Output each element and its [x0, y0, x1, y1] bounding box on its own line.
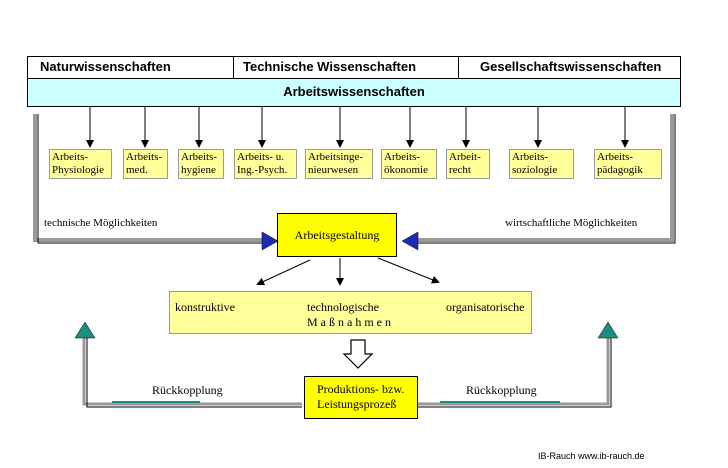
discipline-arrows — [86, 107, 629, 148]
feedback-right-label: Rückkopplung — [466, 383, 537, 397]
header-divider — [458, 57, 459, 78]
right-feedback-arrow — [418, 321, 619, 408]
discipline-box: Arbeits- Physiologie — [49, 149, 112, 179]
discipline-box: Arbeits- hygiene — [178, 149, 224, 179]
discipline-box: Arbeits- pädagogik — [594, 149, 662, 179]
right-bracket-arrow — [401, 114, 676, 251]
feedback-left-label: Rückkopplung — [152, 383, 223, 397]
header-technisch: Technische Wissenschaften — [243, 59, 417, 74]
process-line1: Produktions- bzw. — [317, 382, 405, 396]
footer-credit: IB-Rauch www.ib-rauch.de — [538, 451, 645, 461]
process-box: Produktions- bzw. Leistungsprozeß — [304, 376, 418, 419]
discipline-box: Arbeitsinge- nieurwesen — [305, 149, 373, 179]
discipline-box: Arbeits- soziologie — [509, 149, 574, 179]
hollow-down-arrow — [342, 339, 374, 369]
left-feedback-arrow — [74, 321, 302, 408]
measure-konstruktive: konstruktive — [175, 300, 235, 314]
header-gesellschaft: Gesellschaftswissenschaften — [480, 59, 662, 74]
process-line2: Leistungsprozeß — [317, 397, 397, 411]
discipline-box: Arbeit- recht — [446, 149, 490, 179]
measures-title: M a ß n a h m e n — [307, 315, 391, 329]
left-label: technische Möglichkeiten — [44, 217, 158, 229]
gestaltung-arrows — [256, 257, 440, 286]
discipline-box: Arbeits- med. — [123, 149, 168, 179]
header-divider — [233, 57, 234, 78]
measure-organisatorische: organisatorische — [446, 300, 525, 314]
science-header: Naturwissenschaften Technische Wissensch… — [27, 56, 681, 79]
measure-technologische: technologische — [307, 300, 379, 314]
right-label: wirtschaftliche Möglichkeiten — [505, 217, 638, 229]
measures-box: konstruktive technologische organisatori… — [169, 291, 532, 334]
discipline-box: Arbeits- u. Ing.-Psych. — [234, 149, 297, 179]
left-bracket-arrow — [33, 114, 279, 251]
discipline-box: Arbeits- ökonomie — [381, 149, 437, 179]
gestaltung-box: Arbeitsgestaltung — [277, 213, 397, 257]
header-natur: Naturwissenschaften — [40, 59, 171, 74]
header-arbeit: Arbeitswissenschaften — [27, 78, 681, 107]
